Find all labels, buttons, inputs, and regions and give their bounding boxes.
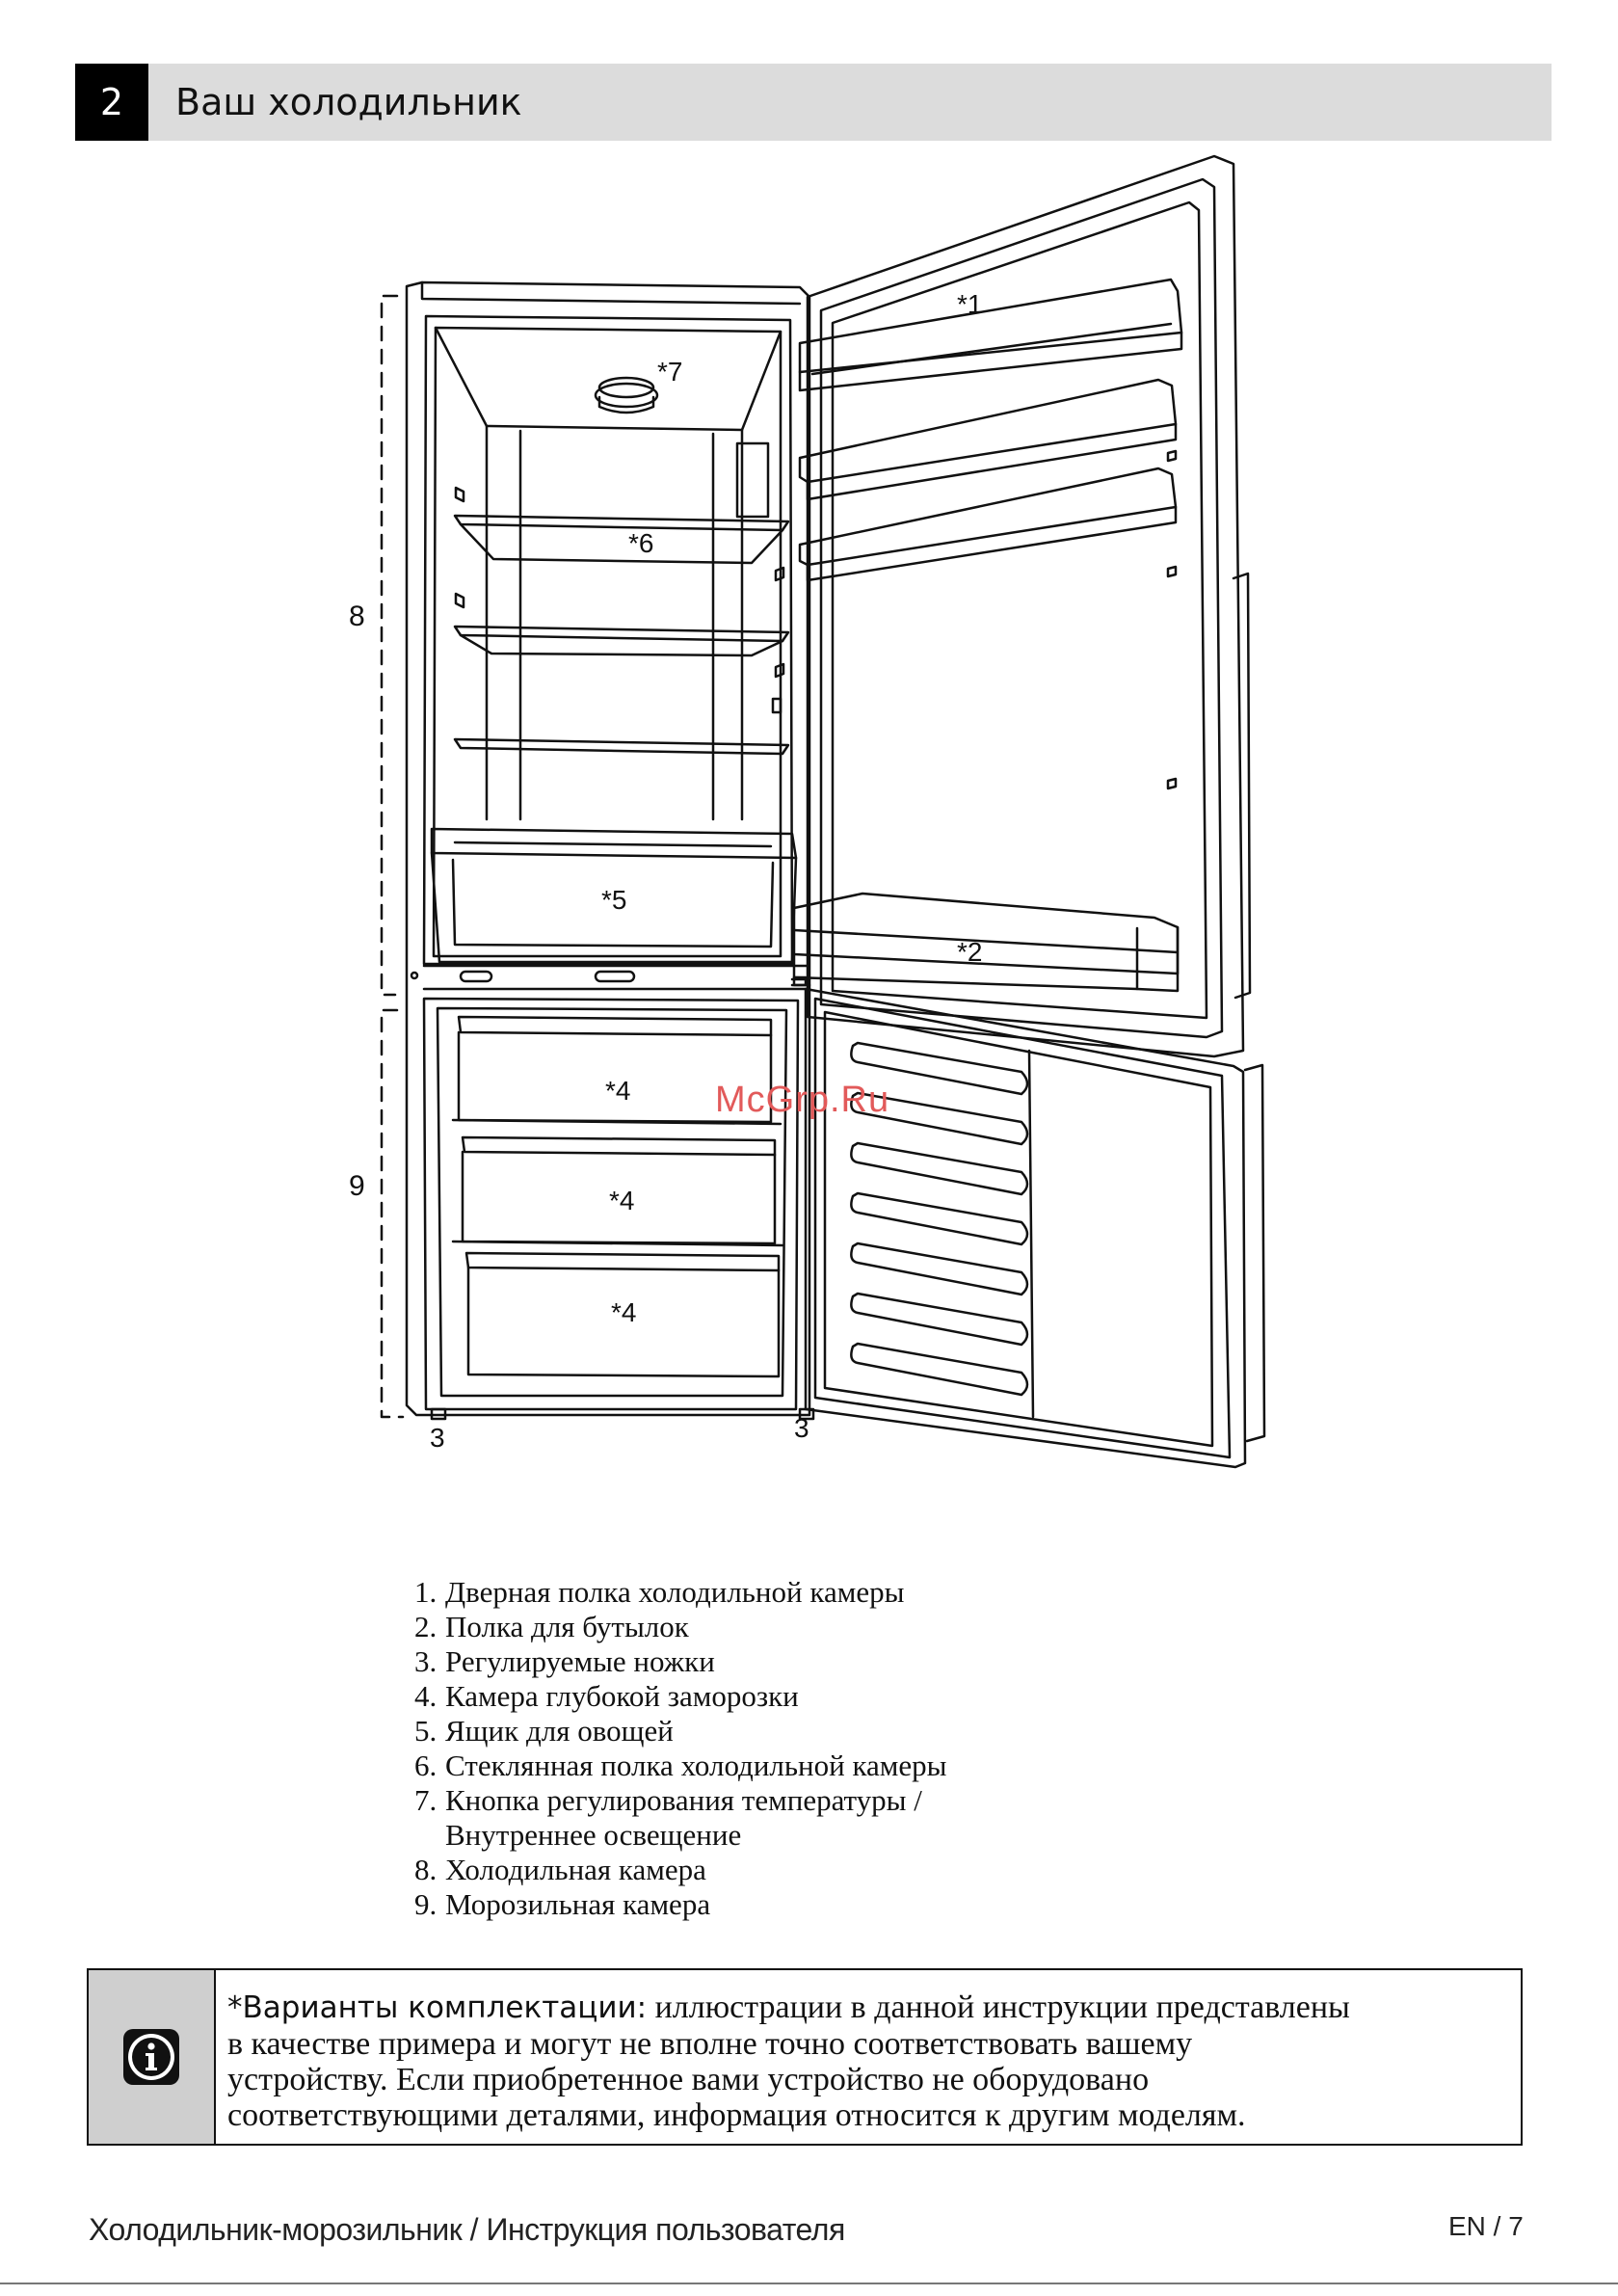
fridge-door <box>806 154 1245 1058</box>
dimension-brackets <box>380 294 405 1419</box>
callout-1: *1 <box>957 289 983 319</box>
callout-7: *7 <box>657 357 683 387</box>
legend-item: 5.Ящик для овощей <box>414 1714 674 1748</box>
cabinet-outline <box>405 280 811 1417</box>
legend-item: 9.Морозильная камера <box>414 1887 711 1921</box>
section-number: 2 <box>75 64 148 141</box>
glass-shelves <box>453 514 790 756</box>
label-8-fridge: 8 <box>349 601 365 632</box>
callout-3-left: 3 <box>430 1423 445 1453</box>
callout-4c: *4 <box>611 1297 637 1327</box>
label-9-freezer: 9 <box>349 1170 365 1202</box>
info-note: *Варианты комплектации: иллюстрации в да… <box>87 1968 1523 2146</box>
callout-4a: *4 <box>605 1076 631 1106</box>
callout-3-right: 3 <box>794 1413 809 1443</box>
door-clips <box>771 449 1178 790</box>
legend-item: 4.Камера глубокой заморозки <box>414 1679 799 1713</box>
bottle-shelf <box>792 892 1180 993</box>
freezer-compartment <box>422 997 800 1411</box>
freezer-door <box>804 987 1247 1469</box>
freezer-door-ribs <box>850 1041 1029 1397</box>
legend-item: 1.Дверная полка холодильной камеры <box>414 1575 905 1609</box>
section-title: Ваш холодильник <box>175 81 522 123</box>
door-shelves <box>798 378 1178 582</box>
fridge-diagram: *1 *7 *6 *5 *2 *4 *4 *4 3 3 8 9 <box>347 145 1272 1484</box>
freezer-drawers <box>451 1015 784 1378</box>
bottom-divider <box>0 2283 1618 2284</box>
watermark: McGrp.Ru <box>715 1080 890 1120</box>
legend-item: 2.Полка для бутылок <box>414 1610 689 1643</box>
legend-item-continuation: Внутреннее освещение <box>445 1818 742 1852</box>
callout-4b: *4 <box>609 1186 635 1215</box>
footer-document-title: Холодильник-морозильник / Инструкция пол… <box>89 2212 845 2247</box>
callout-2: *2 <box>957 937 983 967</box>
info-icon <box>89 1970 216 2144</box>
parts-legend: 1.Дверная полка холодильной камеры 2.Пол… <box>414 1575 947 1922</box>
note-heading: *Варианты комплектации: <box>227 1990 648 2025</box>
legend-item: 6.Стеклянная полка холодильной камеры <box>414 1749 947 1782</box>
light-unit <box>594 382 659 409</box>
legend-item: 7.Кнопка регулирования температуры / <box>414 1783 922 1817</box>
callout-5: *5 <box>601 885 627 915</box>
fridge-compartment <box>422 314 794 966</box>
footer-page-number: EN / 7 <box>1448 2211 1524 2241</box>
shelf-supports <box>454 486 785 679</box>
callout-6: *6 <box>628 528 654 558</box>
legend-item: 8.Холодильная камера <box>414 1853 706 1886</box>
section-header: 2 Ваш холодильник <box>75 64 1552 141</box>
fridge-drawing <box>380 154 1266 1469</box>
legend-item: 3.Регулируемые ножки <box>414 1644 715 1678</box>
note-text: *Варианты комплектации: иллюстрации в да… <box>227 1989 1350 2133</box>
door-shelf-1 <box>798 278 1183 392</box>
